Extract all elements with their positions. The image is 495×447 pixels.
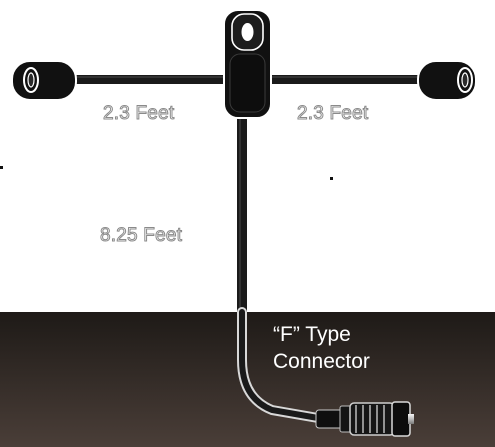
left-length-label: 2.3 Feet [102, 103, 175, 125]
connector-label-line1: “F” Type [273, 323, 351, 346]
right-length-label: 2.3 Feet [296, 103, 369, 125]
connector-label: “F” Type Connector [273, 321, 370, 375]
f-type-connector-icon [315, 401, 414, 437]
splitter-body-icon [223, 9, 272, 119]
drop-cable [237, 112, 247, 312]
right-end-cap-icon [417, 60, 477, 101]
speck-middle [330, 177, 333, 180]
left-end-cap-icon [11, 60, 77, 101]
connector-label-line2: Connector [273, 350, 370, 373]
speck-left [0, 166, 3, 169]
drop-length-label: 8.25 Feet [99, 225, 183, 247]
